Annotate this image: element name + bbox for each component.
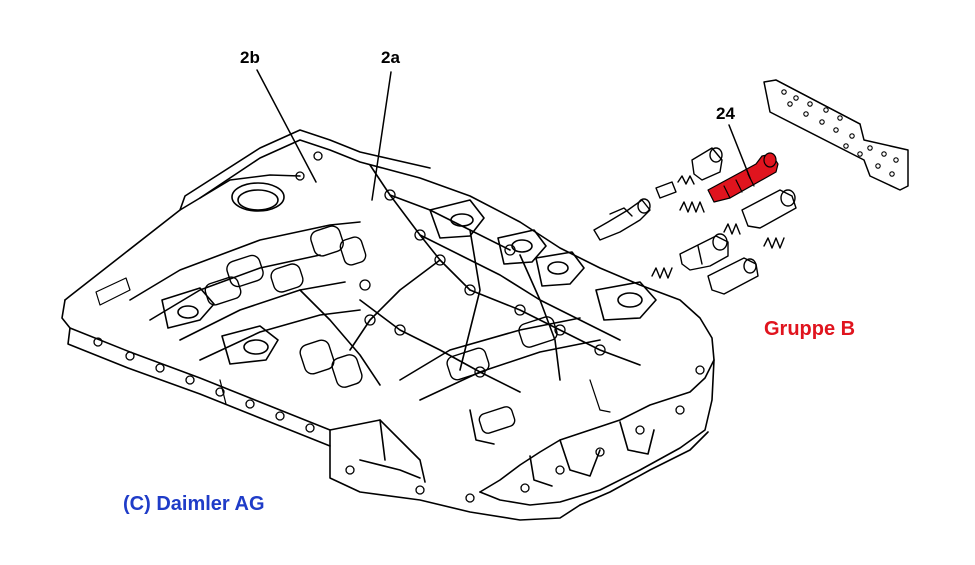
separator-plate: [763, 79, 909, 191]
highlighted-part-24: [707, 152, 779, 203]
callout-24: 24: [716, 104, 735, 123]
exploded-valve-parts: [593, 147, 797, 295]
valve-body-housing: [61, 129, 715, 521]
copyright-notice: (C) Daimler AG: [123, 493, 265, 515]
callout-2a: 2a: [381, 48, 400, 67]
leader-lines: [256, 69, 751, 201]
group-caption: Gruppe B: [764, 318, 856, 340]
callout-2b: 2b: [240, 48, 260, 67]
